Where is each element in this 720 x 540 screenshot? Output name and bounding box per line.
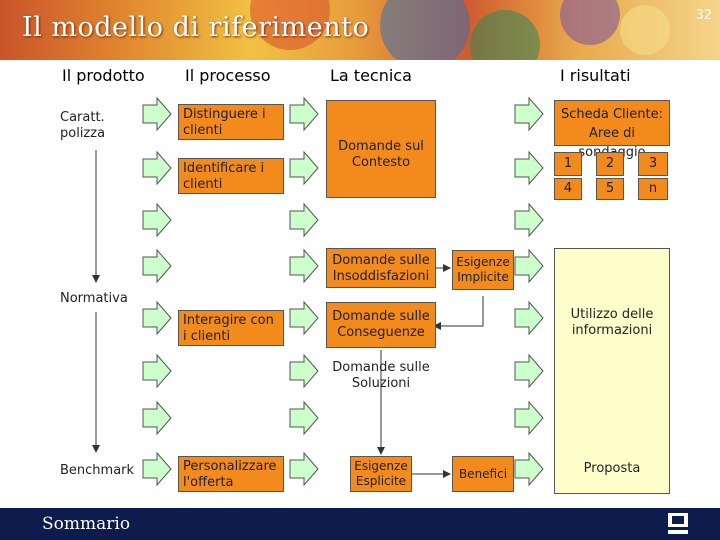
banner-decoration	[620, 5, 670, 55]
flow-arrow	[514, 96, 544, 132]
page-number: 32	[695, 8, 712, 23]
column-header-risultati: I risultati	[560, 66, 631, 85]
box-interagire-clienti: Interagire con i clienti	[178, 310, 284, 346]
column-header-processo: Il processo	[185, 66, 271, 85]
box-domande-contesto: Domande sul Contesto	[326, 100, 436, 198]
box-esigenze-esplicite: Esigenze Esplicite	[350, 456, 412, 492]
grid-cell: 3	[638, 152, 668, 176]
box-personalizzare-offerta: Personalizzare l'offerta	[178, 456, 284, 492]
normativa-label: Normativa	[60, 291, 128, 306]
box-esigenze-implicite: Esigenze Implicite	[452, 250, 514, 290]
flow-arrow	[289, 400, 319, 436]
flow-arrow	[142, 451, 172, 487]
box-utilizzo-proposta: Utilizzo delle informazioni Proposta	[554, 248, 670, 494]
box-domande-insoddisfazioni: Domande sulle Insoddisfazioni	[326, 248, 436, 288]
flow-arrow	[514, 150, 544, 186]
utilizzo-informazioni-label: Utilizzo delle informazioni	[570, 307, 654, 338]
column-header-tecnica: La tecnica	[330, 66, 412, 85]
company-logo	[668, 513, 688, 534]
flow-arrow	[514, 202, 544, 238]
flow-arrow	[514, 353, 544, 389]
flow-arrow	[289, 150, 319, 186]
flow-arrow	[289, 248, 319, 284]
flow-arrow	[289, 353, 319, 389]
banner-decoration	[380, 0, 470, 60]
flow-arrow	[289, 300, 319, 336]
connector-implicite-conseguenze	[433, 296, 484, 330]
grid-cell: 2	[596, 152, 624, 176]
flow-arrow	[289, 96, 319, 132]
box-domande-conseguenze: Domande sulle Conseguenze	[326, 302, 436, 348]
grid-cell: 1	[554, 152, 582, 176]
flow-arrow	[289, 202, 319, 238]
box-identificare-clienti: Identificare i clienti	[178, 158, 284, 194]
flow-arrow	[514, 300, 544, 336]
flow-arrow	[142, 248, 172, 284]
box-scheda-cliente: Scheda Cliente: Aree di sondaggio	[554, 100, 670, 160]
flow-arrow	[142, 400, 172, 436]
grid-cell: 5	[596, 178, 624, 200]
proposta-label: Proposta	[583, 461, 641, 476]
sommario-link[interactable]: Sommario	[42, 514, 131, 534]
grid-cell: 4	[554, 178, 582, 200]
flow-arrow	[514, 400, 544, 436]
domande-soluzioni-label: Domande sulle Soluzioni	[332, 360, 430, 391]
flow-arrow	[514, 451, 544, 487]
flow-arrow	[289, 451, 319, 487]
banner-decoration	[470, 10, 540, 60]
grid-cell: n	[638, 178, 668, 200]
header-banner: Il modello di riferimento 32	[0, 0, 720, 60]
footer-bar: Sommario	[0, 508, 720, 540]
flow-arrow	[142, 96, 172, 132]
column-header-prodotto: Il prodotto	[62, 66, 145, 85]
box-distinguere-clienti: Distinguere i clienti	[178, 104, 284, 140]
flow-arrow	[142, 202, 172, 238]
flow-arrow	[142, 150, 172, 186]
flow-arrow	[142, 300, 172, 336]
scheda-cliente-title: Scheda Cliente:	[560, 107, 663, 122]
page-title: Il modello di riferimento	[22, 12, 370, 43]
benchmark-label: Benchmark	[60, 463, 135, 478]
box-benefici: Benefici	[452, 456, 514, 492]
caratt-polizza-label: Caratt. polizza	[60, 110, 106, 141]
flow-arrow	[142, 353, 172, 389]
flow-arrow	[514, 248, 544, 284]
